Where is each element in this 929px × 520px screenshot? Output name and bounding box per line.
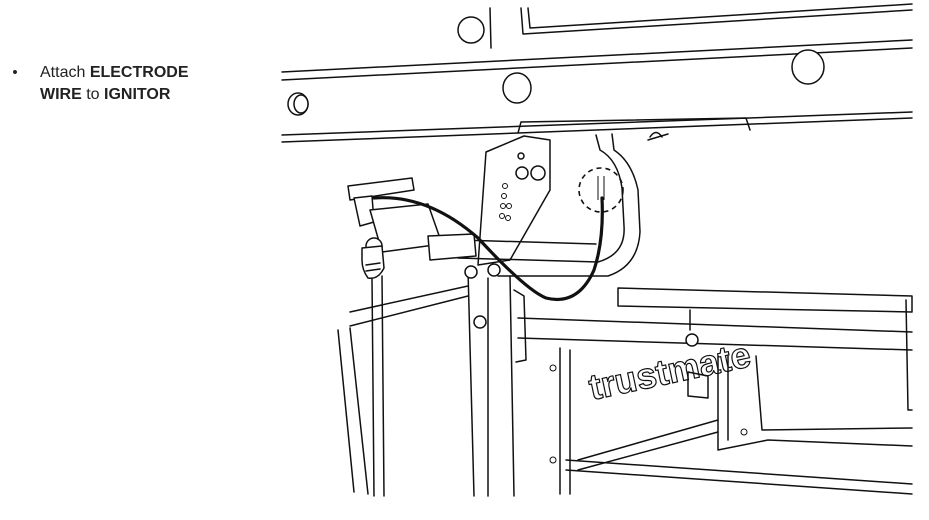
brand-emboss: trustmate <box>585 333 755 408</box>
lower-frame <box>549 347 913 495</box>
burner-tube <box>457 133 641 277</box>
frame-legs <box>337 263 527 497</box>
front-beam <box>281 39 913 143</box>
side-shelf <box>457 3 913 49</box>
igniter-assembly <box>347 177 477 497</box>
brand-text: trustmate <box>585 334 754 408</box>
highlight-circle <box>578 167 624 213</box>
grill-frame-drawing: trustmate <box>281 3 913 497</box>
assembly-illustration: trustmate <box>278 0 929 520</box>
frame-rails <box>349 285 913 411</box>
electrode-wire <box>372 167 624 301</box>
bullet-marker: • <box>12 64 18 81</box>
mounting-bracket <box>477 135 551 266</box>
